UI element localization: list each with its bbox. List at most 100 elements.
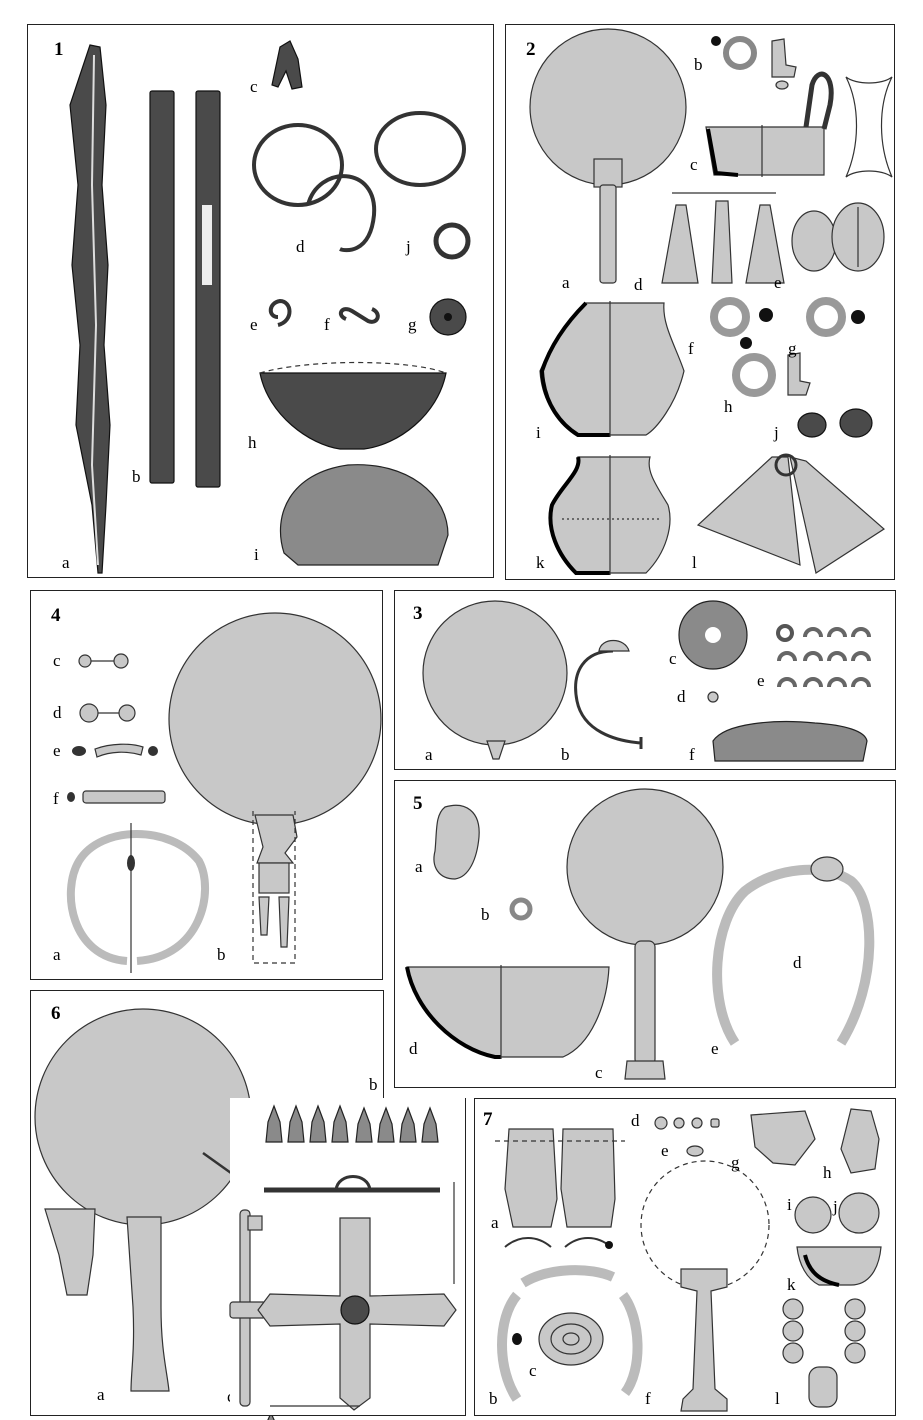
label-2f: f xyxy=(688,339,694,358)
label-7f: f xyxy=(645,1389,651,1408)
mirror-6a-detail xyxy=(44,1208,96,1296)
arrowhead-6b-4 xyxy=(331,1104,349,1143)
arc-bead-3e-6 xyxy=(827,651,847,662)
mirror-6a-handle xyxy=(126,1216,170,1392)
bracelet-4a-section xyxy=(127,855,135,871)
fragment-7h xyxy=(840,1108,880,1174)
bead-4c-1 xyxy=(78,654,92,668)
bead-b-dark xyxy=(711,36,721,46)
ring-b xyxy=(723,36,757,70)
label-7i: i xyxy=(787,1195,792,1214)
arc-bead-3e-4 xyxy=(777,651,797,662)
panel-4: 4 c d e f a b xyxy=(30,590,383,980)
panel-5-number: 5 xyxy=(413,793,423,814)
pendant-h xyxy=(787,352,811,396)
label-4a: a xyxy=(53,945,61,964)
mirror-4b-outline xyxy=(252,811,296,964)
bead-7d-1 xyxy=(654,1116,668,1130)
rod-4f xyxy=(82,790,166,804)
label-5b: b xyxy=(481,905,490,924)
bead-g-dark xyxy=(851,310,865,324)
bead-f-dark xyxy=(759,308,773,322)
pendant-d-2 xyxy=(711,200,733,284)
label-6b: b xyxy=(369,1075,378,1094)
mirror-4b-handle-2 xyxy=(258,896,270,936)
vessel-k-profile xyxy=(548,456,610,575)
label-7j: j xyxy=(833,1197,838,1216)
panel-2-number: 2 xyxy=(526,39,536,60)
bowl-h xyxy=(259,372,447,450)
spiral-bead-7c-core xyxy=(562,1332,580,1346)
mirror-4b xyxy=(168,612,382,826)
label-2j: j xyxy=(774,423,779,442)
arrowhead-6b-2 xyxy=(287,1104,305,1143)
spiral-bead-7c-ring xyxy=(550,1323,592,1355)
vessel-i xyxy=(539,302,685,436)
cross-center-boss xyxy=(340,1295,370,1325)
mirror-4b-handle-3 xyxy=(278,896,290,948)
rod-4e xyxy=(94,743,144,758)
label-5d-bowl: d xyxy=(409,1039,418,1058)
label-7e: e xyxy=(661,1141,669,1160)
label-7l: l xyxy=(775,1389,780,1408)
vessel-i-profile xyxy=(539,301,610,437)
label-7b: b xyxy=(489,1389,498,1408)
mirror-3a-tang xyxy=(486,740,506,760)
label-7g: g xyxy=(731,1153,740,1172)
label-1b: b xyxy=(132,467,141,486)
bar-highlight xyxy=(202,205,212,285)
bead-7l-6 xyxy=(844,1342,866,1364)
fragment-c xyxy=(271,40,303,90)
bead-7i xyxy=(794,1196,832,1234)
label-7d: d xyxy=(631,1111,640,1130)
label-7a: a xyxy=(491,1213,499,1232)
bead-7l-3 xyxy=(782,1342,804,1364)
arc-bead-3e-1 xyxy=(803,627,823,638)
label-3e: e xyxy=(757,671,765,690)
label-3c: c xyxy=(669,649,677,668)
label-7h: h xyxy=(823,1163,832,1182)
panel-6-extension-drawings xyxy=(229,1104,457,1411)
panel-3: 3 a b c d e f xyxy=(394,590,896,770)
bead-4e-dark-2 xyxy=(148,746,158,756)
arrowhead-6b-7 xyxy=(399,1106,417,1143)
mirror-a-handle xyxy=(599,184,617,284)
label-1h: h xyxy=(248,433,257,452)
arc-bead-3e-10 xyxy=(827,677,847,688)
cross-profile-tab-1 xyxy=(247,1215,263,1231)
panel-2: 2 a b c d e f g h i j k l xyxy=(505,24,895,580)
panel-6-number: 6 xyxy=(51,1003,61,1024)
label-1j: j xyxy=(406,237,411,256)
label-1a: a xyxy=(62,553,70,572)
arc-bead-3e-7 xyxy=(851,651,871,662)
bead-7j xyxy=(838,1192,880,1234)
bead-3c-hole xyxy=(705,627,721,643)
bead-7e xyxy=(686,1145,704,1157)
label-2c: c xyxy=(690,155,698,174)
fragment-3f xyxy=(712,721,868,762)
arc-bead-3e-5 xyxy=(803,651,823,662)
label-2i: i xyxy=(536,423,541,442)
ring-h xyxy=(732,353,776,397)
label-2e: e xyxy=(774,273,782,292)
bead-h-dark xyxy=(740,337,752,349)
spiral-bead-7c xyxy=(538,1312,604,1366)
iron-blade-a xyxy=(69,44,111,574)
fragment-7g xyxy=(750,1110,816,1166)
cowrie-e-1 xyxy=(791,210,837,272)
label-2b: b xyxy=(694,55,703,74)
mirror-5c xyxy=(566,788,724,946)
arc-bead-3e-8 xyxy=(777,677,797,688)
arrowhead-6b-6 xyxy=(377,1106,395,1143)
fragment-i xyxy=(280,464,449,566)
label-1e: e xyxy=(250,315,258,334)
panel-3-drawings xyxy=(422,600,871,762)
bead-7d-3 xyxy=(691,1117,703,1129)
pendant-d-1 xyxy=(661,204,699,284)
arc-bead-3e-9 xyxy=(803,677,823,688)
label-2l: l xyxy=(692,553,697,572)
pin-3b xyxy=(574,649,642,745)
ring-j xyxy=(433,222,471,260)
bead-3d xyxy=(707,691,719,703)
bowl-5d-profile xyxy=(405,966,501,1059)
